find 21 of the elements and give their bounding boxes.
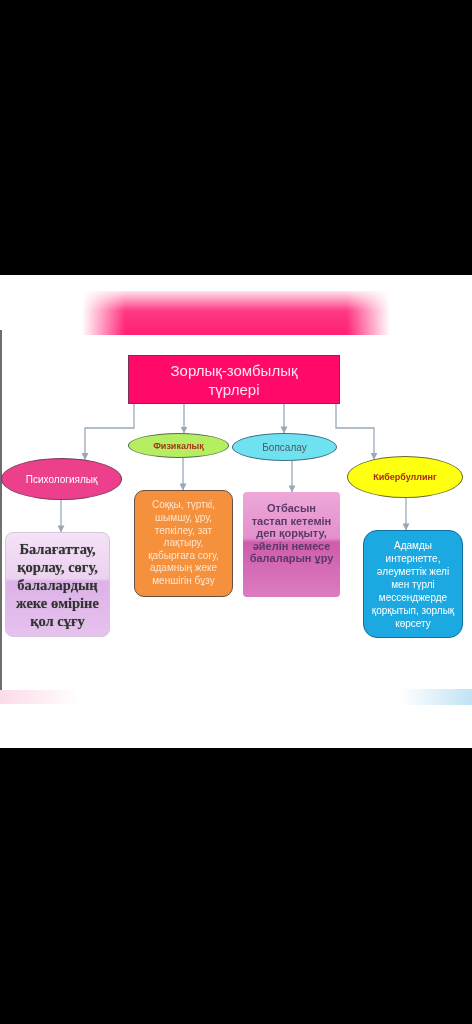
description-text: Балағаттау, қорлау, сөгу, балалардың жеке өміріне қол сұғу	[15, 539, 100, 630]
category-label: Бопсалау	[262, 441, 307, 453]
connector-arrow	[335, 403, 378, 460]
connector-arrow	[402, 497, 410, 531]
description-box	[5, 532, 110, 637]
connector-arrow	[288, 460, 296, 493]
description-box	[243, 492, 340, 597]
category-label: Физикалық	[153, 440, 204, 451]
title-text: Зорлық-зомбылық түрлері	[169, 360, 299, 399]
category-label: Кибербуллинг	[373, 472, 437, 482]
description-text: Отбасын тастап кетемін деп қорқыту, әйелін немесе балаларын ұру	[249, 502, 334, 565]
connector-arrow	[57, 499, 65, 533]
description-box	[134, 490, 233, 597]
category-label: Психологиялық	[25, 473, 98, 485]
title-box	[128, 355, 340, 404]
description-box	[363, 530, 463, 638]
connector-arrow	[180, 403, 188, 434]
connector-arrow	[280, 403, 288, 434]
description-text: Соққы, түрткі, шымшу, ұру, тепкілеу, зат лақтыру, қабырғаға соғу, адамның жеке меншігін бұзу	[147, 499, 220, 588]
description-text: Адамды интернетте, әлеуметтік желі мен түрлі мессенджерде қорқытып, зорлық көрсету	[371, 538, 455, 630]
connector-arrow	[179, 457, 187, 491]
